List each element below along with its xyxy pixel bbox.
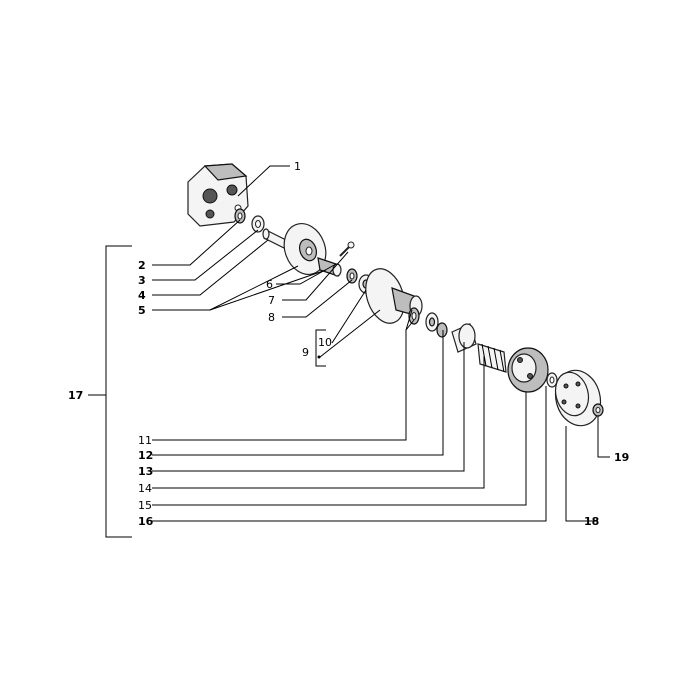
- part-15-spring: [477, 343, 507, 373]
- part-12-bearing: [425, 312, 439, 332]
- label-6: 6: [266, 278, 273, 291]
- label-9: 9: [302, 346, 309, 359]
- label-14: 14: [138, 482, 152, 495]
- part-1-housing: [187, 163, 249, 227]
- label-15: 15: [138, 499, 152, 512]
- label-5: 5: [138, 304, 146, 317]
- part-2-washer: [234, 208, 246, 224]
- label-1: 1: [294, 160, 301, 173]
- label-3: 3: [138, 274, 146, 287]
- label-12: 12: [138, 449, 153, 462]
- label-11: 11: [138, 434, 152, 447]
- part-3-bushing: [251, 215, 265, 233]
- part-5-pulley-half: [283, 223, 327, 275]
- label-7: 7: [268, 294, 275, 307]
- part-9-moving-pulley: [365, 268, 423, 324]
- part-19-nut: [592, 403, 604, 417]
- part-washer-drum: [546, 372, 558, 388]
- part-4-spacer: [262, 228, 287, 249]
- label-8: 8: [268, 311, 275, 324]
- label-13: 13: [138, 465, 153, 478]
- label-4: 4: [138, 289, 146, 302]
- part-18-clutch-drum: [554, 369, 602, 427]
- label-10: 10: [318, 336, 332, 349]
- label-2: 2: [138, 259, 146, 272]
- part-7-pin: [339, 241, 355, 257]
- label-18: 18: [584, 515, 599, 528]
- part-16-clutch: [507, 347, 549, 393]
- part-13-bushing: [436, 322, 448, 338]
- part-labels: 1 2 3 4 5 6 7 8 9 10 11 12 13 14 15 16 1…: [68, 160, 629, 528]
- part-8-washer: [346, 268, 358, 284]
- label-16: 16: [138, 515, 154, 528]
- part-14-spring-seat: [451, 323, 477, 353]
- label-19: 19: [614, 451, 629, 464]
- leader-lines: [88, 165, 610, 538]
- label-17: 17: [68, 389, 83, 402]
